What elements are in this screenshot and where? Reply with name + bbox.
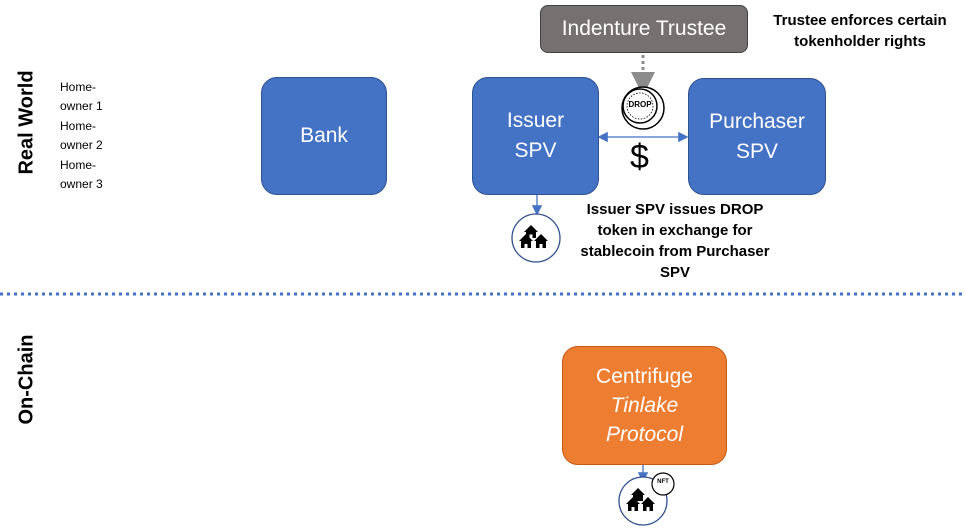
bank-node: Bank [261, 77, 387, 195]
purchaser-label-line1: Purchaser [709, 109, 805, 133]
drop-token-label: DROP [628, 100, 652, 109]
trustee-note-line1: Trustee enforces certain [773, 12, 947, 29]
homeowner-3-line2: owner 3 [60, 177, 103, 191]
trustee-label: Indenture Trustee [561, 17, 727, 40]
homeowner-1-line2: owner 1 [60, 99, 103, 113]
houses-icon [511, 213, 561, 263]
bank-label: Bank [300, 124, 348, 147]
centrifuge-label-line1: Centrifuge [596, 365, 693, 388]
on-chain-label: On-Chain [15, 334, 38, 425]
homeowner-3: Home- owner 3 [60, 156, 103, 194]
nft-badge-label: NFT [657, 479, 669, 485]
issue-note: Issuer SPV issues DROP token in exchange… [565, 199, 785, 283]
purchaser-spv-node: Purchaser SPV [688, 78, 826, 195]
issue-note-line2: token in exchange for [597, 222, 753, 239]
centrifuge-label-line3: Protocol [605, 423, 684, 446]
homeowner-1: Home- owner 1 [60, 78, 103, 116]
purchaser-label-line2: SPV [735, 139, 779, 163]
issuer-label-line1: Issuer [506, 109, 565, 132]
homeowner-3-line1: Home- [60, 158, 97, 172]
issue-note-line1: Issuer SPV issues DROP [586, 201, 764, 218]
issuer-label-line2: SPV [514, 139, 557, 162]
nft-icon [651, 472, 675, 496]
issue-note-line4: SPV [659, 264, 690, 281]
issue-note-line3: stablecoin from Purchaser [580, 243, 770, 260]
real-world-label: Real World [15, 70, 38, 175]
homeowner-2-line1: Home- [60, 119, 97, 133]
centrifuge-node: Centrifuge Tinlake Protocol [562, 346, 727, 465]
coin-icon [621, 86, 665, 130]
indenture-trustee-node: Indenture Trustee [540, 5, 748, 53]
homeowner-1-line1: Home- [60, 80, 97, 94]
issuer-spv-node: Issuer SPV [472, 77, 599, 195]
trustee-note-line2: tokenholder rights [794, 33, 926, 50]
centrifuge-label-line2: Tinlake [610, 394, 679, 417]
homeowner-2: Home- owner 2 [60, 117, 103, 155]
dollar-symbol: $ [630, 138, 649, 176]
trustee-note: Trustee enforces certain tokenholder rig… [760, 10, 960, 52]
homeowner-2-line2: owner 2 [60, 138, 103, 152]
